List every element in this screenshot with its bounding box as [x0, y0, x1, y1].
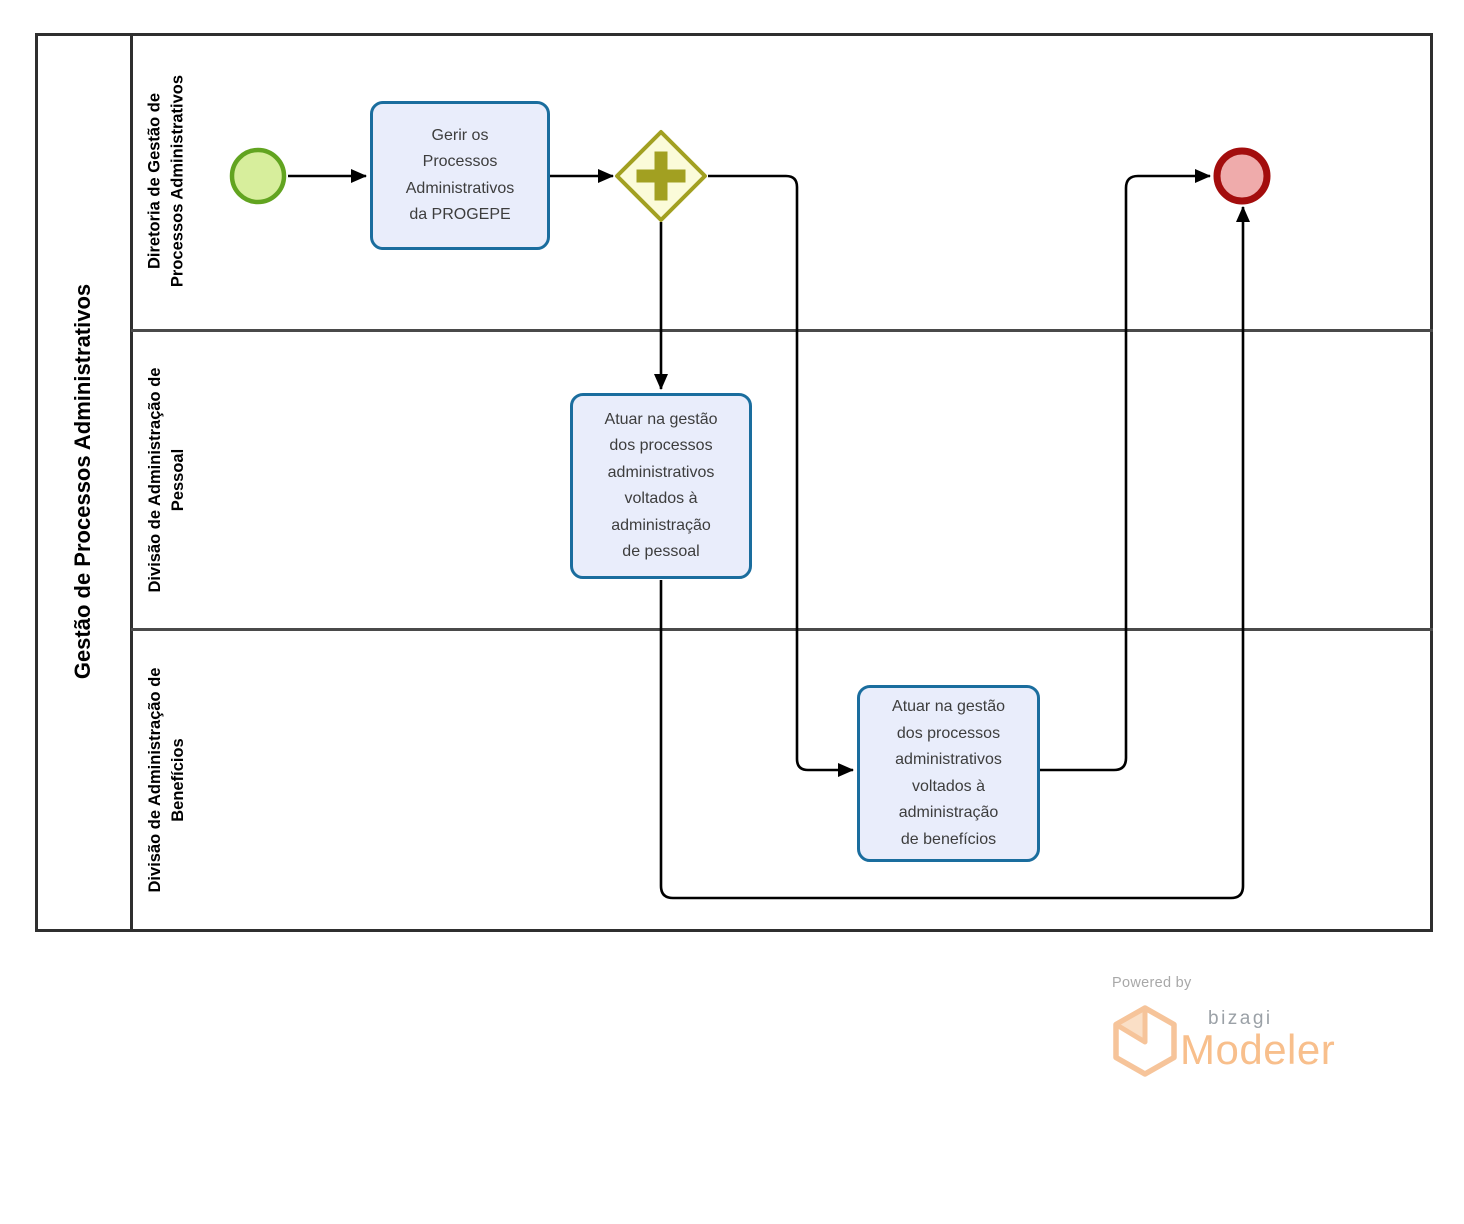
lane-label-diretoria: Diretoria de Gestão de Processos Adminis… — [130, 33, 204, 330]
task-text-line: Atuar na gestão — [892, 698, 1005, 715]
task-gestao-administracao-beneficios[interactable]: Atuar na gestão dos processos administra… — [857, 685, 1040, 862]
task-text-line: de benefícios — [900, 830, 997, 848]
modeler-wordmark: Modeler — [1180, 1026, 1336, 1073]
powered-by-label: Powered by — [1112, 975, 1192, 991]
task-text-line: Atuar na gestão — [604, 410, 718, 428]
task-text-line: voltados à — [624, 490, 698, 507]
task-gerir-processos-administrativos[interactable]: Gerir os Processos Administrativos da PR… — [370, 101, 550, 250]
lane-label-line: Diretoria de Gestão de — [145, 92, 164, 270]
task-text-line: voltados à — [912, 777, 985, 795]
task-gestao-administracao-pessoal[interactable]: Atuar na gestão dos processos administra… — [570, 393, 752, 579]
lane-label-line: Divisão de Administração de — [146, 667, 164, 893]
task-text-line: da PROGEPE — [409, 206, 511, 223]
task-text-line: Processos — [422, 153, 498, 170]
lane-divider-1 — [131, 329, 1433, 332]
lane-label-line: Processos Administrativos — [168, 74, 187, 288]
bizagi-hexagon-icon — [1113, 1005, 1177, 1077]
lane-label-pessoal: Divisão de Administração de Pessoal — [130, 331, 204, 629]
task-text-line: dos processos — [896, 724, 1001, 742]
task-text-line: administrativos — [895, 751, 1002, 768]
pool-title-divider — [130, 33, 133, 932]
lane-label-line: Divisão de Administração de — [146, 367, 164, 593]
task-text-line: Administrativos — [405, 179, 515, 197]
task-text-line: administração — [898, 804, 999, 821]
lane-label-line: Pessoal — [169, 448, 187, 512]
lane-label-beneficios: Divisão de Administração de Benefícios — [130, 630, 204, 930]
task-text-line: de pessoal — [622, 543, 700, 560]
task-text-line: administrativos — [607, 463, 715, 481]
task-text-line: dos processos — [609, 437, 713, 454]
pool-title: Gestão de Processos Administrativos — [69, 283, 95, 680]
bizagi-wordmark: bizagi — [1208, 1008, 1273, 1029]
task-text-line: administração — [611, 516, 711, 534]
lane-label-line: Benefícios — [169, 738, 187, 822]
lane-divider-2 — [131, 628, 1433, 631]
pool-border — [35, 33, 1433, 932]
task-text-line: Gerir os — [431, 126, 489, 144]
